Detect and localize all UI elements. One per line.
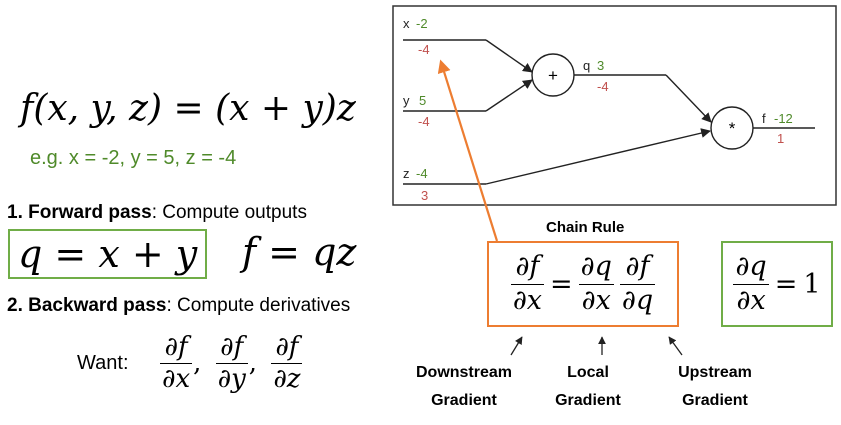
df-dx-fraction: ∂f∂x bbox=[160, 332, 193, 395]
chain-rule-title: Chain Rule bbox=[546, 219, 625, 236]
x-value: -2 bbox=[416, 16, 428, 31]
dq-dx-value: 1 bbox=[803, 268, 821, 300]
dq-dx-num: ∂q bbox=[735, 251, 767, 283]
q-grad: -4 bbox=[597, 79, 609, 94]
downstream-arrow bbox=[510, 336, 523, 356]
local-gradient-box: ∂q∂x = 1 bbox=[721, 241, 833, 327]
q-name: q bbox=[583, 58, 590, 73]
df-dy-num: ∂f bbox=[220, 332, 244, 362]
upstream-label-line1: Upstream bbox=[678, 364, 752, 381]
want-label: Want: bbox=[77, 352, 129, 374]
df-dx-den: ∂x bbox=[162, 364, 191, 395]
y-name: y bbox=[403, 93, 410, 108]
x-to-add-edge bbox=[485, 39, 533, 73]
chain-upstream-fraction: ∂f∂q bbox=[619, 251, 656, 316]
chain-lhs-den: ∂x bbox=[512, 284, 543, 316]
chain-upstream-den: ∂q bbox=[621, 284, 654, 316]
y-grad: -4 bbox=[418, 114, 430, 129]
forward-pass-number: 1. bbox=[7, 202, 23, 223]
function-equation: f(x, y, z) = (x + y)z bbox=[20, 88, 356, 129]
z-grad: 3 bbox=[421, 188, 428, 203]
y-value: 5 bbox=[419, 93, 426, 108]
z-to-mul-edge bbox=[485, 128, 711, 185]
chain-local-num: ∂q bbox=[580, 251, 612, 283]
local-label-line2: Gradient bbox=[555, 392, 621, 409]
dq-dx-den: ∂x bbox=[736, 284, 766, 316]
want-derivatives: ∂f∂x, ∂f∂y, ∂f∂z bbox=[160, 332, 303, 395]
df-dy-den: ∂y bbox=[217, 364, 246, 395]
upstream-arrow bbox=[668, 336, 683, 356]
df-dz-num: ∂f bbox=[275, 332, 299, 362]
downstream-gradient-label: Downstream Gradient bbox=[404, 359, 524, 415]
f-value: -12 bbox=[774, 111, 793, 126]
df-dx-num: ∂f bbox=[164, 332, 188, 362]
chain-lhs-fraction: ∂f∂x bbox=[510, 251, 545, 316]
x-grad: -4 bbox=[418, 42, 430, 57]
mul-symbol: * bbox=[729, 119, 736, 138]
q-value: 3 bbox=[597, 58, 604, 73]
chain-local-fraction: ∂q∂x bbox=[578, 251, 614, 316]
backward-pass-title: Backward pass bbox=[28, 295, 167, 316]
local-gradient-label: Local Gradient bbox=[540, 359, 636, 415]
z-value: -4 bbox=[416, 166, 428, 181]
downstream-label-line1: Downstream bbox=[415, 364, 513, 381]
chain-local-den: ∂x bbox=[581, 284, 611, 316]
y-to-add-edge bbox=[485, 79, 533, 112]
downstream-orange-arrow bbox=[437, 59, 499, 242]
f-equation: f = qz bbox=[242, 230, 357, 274]
chain-rule-box: ∂f∂x = ∂q∂x ∂f∂q bbox=[487, 241, 679, 327]
chain-upstream-num: ∂f bbox=[625, 251, 650, 283]
downstream-label-line2: Gradient bbox=[431, 392, 497, 409]
forward-pass-desc: : Compute outputs bbox=[151, 202, 307, 223]
chain-lhs-num: ∂f bbox=[515, 251, 540, 283]
q-equation-box: q = x + y bbox=[8, 229, 208, 279]
upstream-gradient-label: Upstream Gradient bbox=[660, 359, 770, 415]
forward-pass-heading: 1. Forward pass: Compute outputs bbox=[7, 202, 307, 224]
example-values: e.g. x = -2, y = 5, z = -4 bbox=[30, 147, 237, 169]
z-name: z bbox=[403, 166, 410, 181]
q-to-mul-edge bbox=[665, 74, 712, 123]
backward-pass-desc: : Compute derivatives bbox=[166, 295, 351, 316]
local-label-line1: Local bbox=[567, 364, 609, 381]
f-name: f bbox=[762, 111, 766, 126]
graph-frame bbox=[392, 5, 837, 206]
df-dy-fraction: ∂f∂y bbox=[215, 332, 248, 395]
f-grad: 1 bbox=[777, 131, 784, 146]
add-symbol: + bbox=[548, 66, 558, 85]
backward-pass-heading: 2. Backward pass: Compute derivatives bbox=[7, 295, 350, 317]
backward-pass-number: 2. bbox=[7, 295, 23, 316]
df-dz-fraction: ∂f∂z bbox=[271, 332, 303, 395]
forward-pass-title: Forward pass bbox=[28, 202, 152, 223]
x-name: x bbox=[403, 16, 410, 31]
upstream-label-line2: Gradient bbox=[682, 392, 748, 409]
dq-dx-fraction: ∂q∂x bbox=[733, 251, 769, 316]
df-dz-den: ∂z bbox=[273, 364, 301, 395]
